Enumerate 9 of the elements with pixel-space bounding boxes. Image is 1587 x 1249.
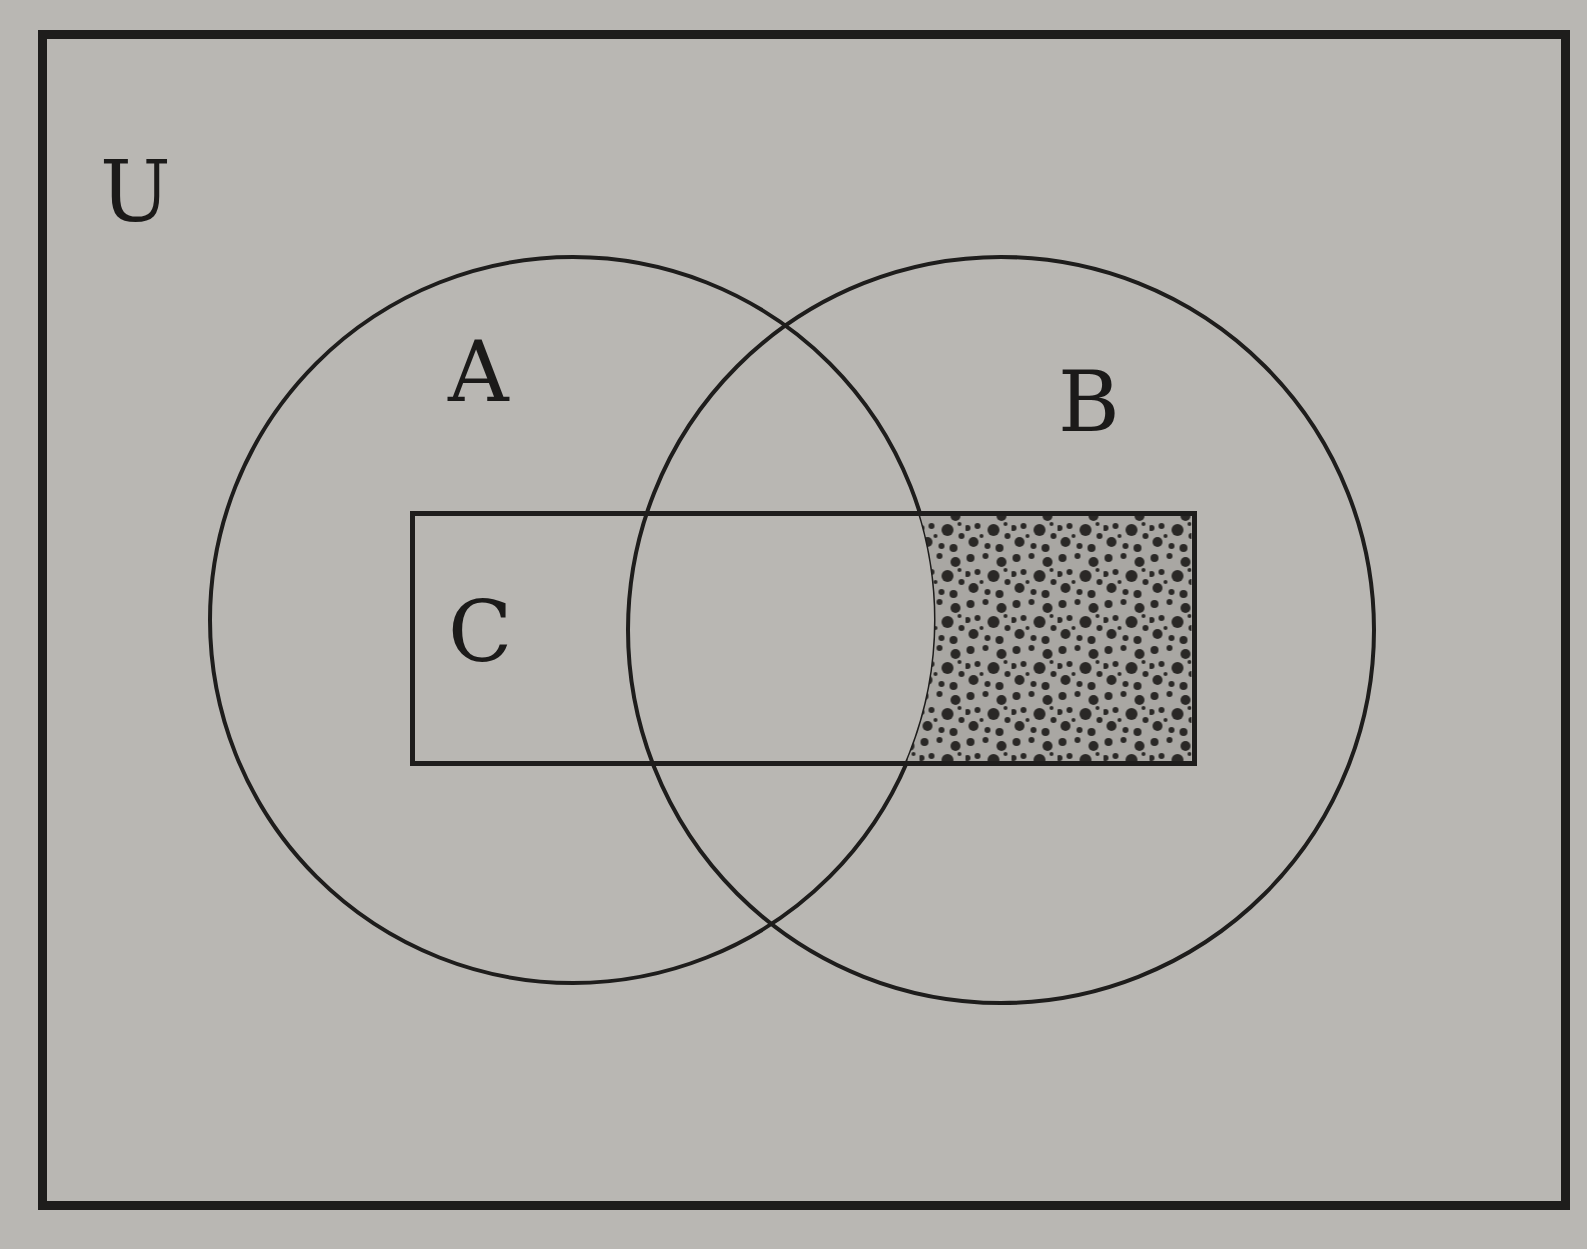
set-circle [628, 257, 1374, 1003]
set-rectangle [410, 511, 1197, 766]
shaded-region [907, 516, 1192, 761]
set-label: C [448, 590, 513, 674]
set-label: B [1058, 360, 1120, 444]
set-label: U [100, 150, 171, 234]
set-label: A [448, 330, 509, 414]
set-circle [210, 257, 936, 983]
universe-box [38, 30, 1570, 1210]
